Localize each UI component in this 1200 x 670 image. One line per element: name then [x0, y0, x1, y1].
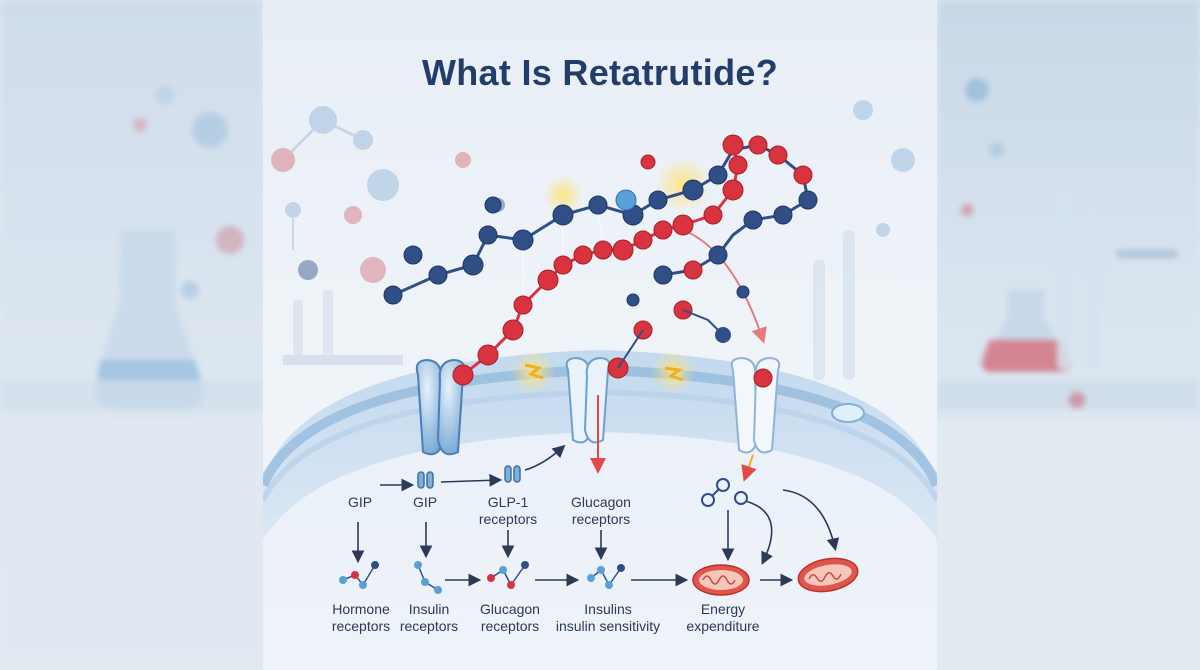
molecule-icon	[414, 561, 442, 594]
label-gip-1: GIP	[347, 494, 373, 510]
diagram-graphic	[263, 100, 937, 670]
mitochondria-icon	[797, 557, 859, 593]
receptor-icon	[565, 356, 611, 444]
receptor-icon	[417, 465, 521, 489]
molecule-icon	[487, 561, 529, 589]
molecule-icon	[587, 564, 625, 589]
molecule-icon	[339, 561, 379, 589]
label-gip-2: GIP	[412, 494, 438, 510]
flask-icon	[980, 290, 1072, 372]
blurred-background-left	[0, 0, 263, 670]
mitochondria-icon	[692, 564, 750, 596]
lightning-icon	[524, 363, 544, 380]
lightning-icon	[664, 366, 684, 382]
background-molecules	[271, 100, 915, 380]
molecule-icon	[383, 134, 818, 388]
molecule-icon	[701, 478, 748, 507]
blurred-background-right	[937, 0, 1200, 670]
page-title: What Is Retatrutide?	[421, 52, 778, 93]
